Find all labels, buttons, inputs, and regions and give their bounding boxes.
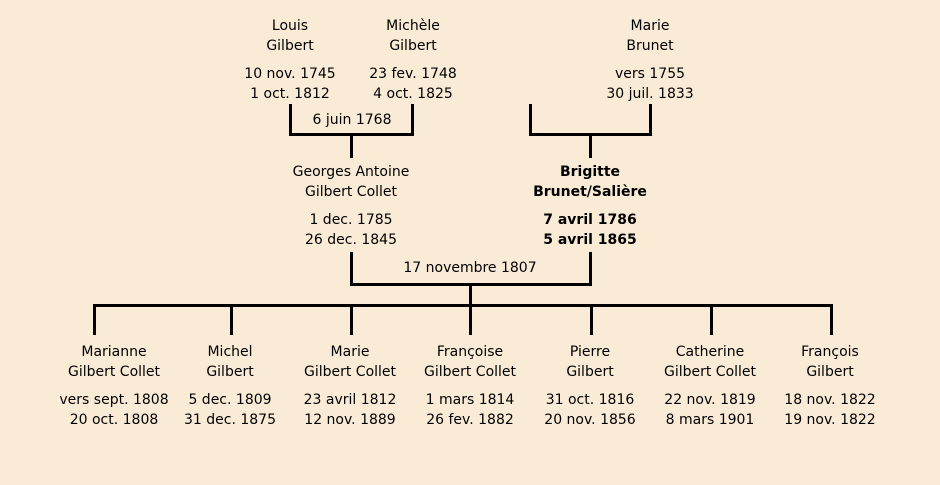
person-name-line2: Brunet/Salière: [533, 184, 647, 200]
person-louis-gilbert[interactable]: Louis Gilbert 10 nov. 1745 1 oct. 1812: [215, 16, 365, 104]
marriage-date-label: 17 novembre 1807: [403, 260, 537, 276]
person-name-line2: Gilbert: [266, 38, 314, 54]
connector-child-pierre: [590, 304, 593, 335]
person-death-date: 20 nov. 1856: [544, 412, 636, 428]
connector-marie-brunet-down: [649, 104, 652, 136]
person-death-date: 12 nov. 1889: [304, 412, 396, 428]
person-birth-date: 7 avril 1786: [543, 212, 637, 228]
marriage-date-label: 6 juin 1768: [312, 112, 392, 128]
person-death-date: 31 dec. 1875: [184, 412, 276, 428]
person-brigitte-brunet-saliere[interactable]: Brigitte Brunet/Salière 7 avril 1786 5 a…: [515, 162, 665, 250]
children-bar: [93, 304, 833, 307]
person-birth-date: 23 fev. 1748: [369, 66, 457, 82]
person-marie-brunet[interactable]: Marie Brunet vers 1755 30 juil. 1833: [575, 16, 725, 104]
connector-child-francoise: [469, 304, 472, 335]
connector-child-marie: [350, 304, 353, 335]
person-birth-date: vers sept. 1808: [59, 392, 169, 408]
person-catherine-gilbert-collet[interactable]: Catherine Gilbert Collet 22 nov. 1819 8 …: [635, 342, 785, 430]
person-name-line2: Gilbert: [389, 38, 437, 54]
connector-to-children-bar: [469, 283, 472, 307]
person-death-date: 5 avril 1865: [543, 232, 637, 248]
person-birth-date: 10 nov. 1745: [244, 66, 336, 82]
person-death-date: 30 juil. 1833: [606, 86, 694, 102]
connector-unknown-partner-down: [529, 104, 532, 136]
person-name-line1: Catherine: [675, 344, 745, 360]
person-birth-date: 5 dec. 1809: [188, 392, 272, 408]
person-pierre-gilbert[interactable]: Pierre Gilbert 31 oct. 1816 20 nov. 1856: [515, 342, 665, 430]
person-death-date: 26 fev. 1882: [426, 412, 514, 428]
person-name-line1: François: [801, 344, 859, 360]
person-death-date: 4 oct. 1825: [373, 86, 453, 102]
person-francoise-gilbert-collet[interactable]: Françoise Gilbert Collet 1 mars 1814 26 …: [395, 342, 545, 430]
person-name-line2: Gilbert: [206, 364, 254, 380]
person-francois-gilbert[interactable]: François Gilbert 18 nov. 1822 19 nov. 18…: [755, 342, 905, 430]
person-michel-gilbert[interactable]: Michel Gilbert 5 dec. 1809 31 dec. 1875: [155, 342, 305, 430]
connector-child-marianne: [93, 304, 96, 335]
person-birth-date: 1 dec. 1785: [309, 212, 393, 228]
person-name-line2: Gilbert Collet: [423, 364, 517, 380]
connector-to-georges: [350, 133, 353, 158]
connector-to-brigitte: [589, 133, 592, 158]
person-name-line1: Marianne: [81, 344, 147, 360]
connector-brigitte-down: [589, 252, 592, 286]
person-birth-date: 31 oct. 1816: [545, 392, 635, 408]
person-death-date: 1 oct. 1812: [250, 86, 330, 102]
person-birth-date: 23 avril 1812: [303, 392, 397, 408]
person-georges-antoine-gilbert-collet[interactable]: Georges Antoine Gilbert Collet 1 dec. 17…: [276, 162, 426, 250]
person-marie-gilbert-collet[interactable]: Marie Gilbert Collet 23 avril 1812 12 no…: [275, 342, 425, 430]
person-name-line1: Pierre: [569, 344, 611, 360]
person-birth-date: 22 nov. 1819: [664, 392, 756, 408]
person-name-line1: Georges Antoine: [292, 164, 410, 180]
person-name-line1: Louis: [271, 18, 309, 34]
person-death-date: 26 dec. 1845: [305, 232, 397, 248]
person-name-line2: Gilbert Collet: [67, 364, 161, 380]
person-michele-gilbert[interactable]: Michèle Gilbert 23 fev. 1748 4 oct. 1825: [338, 16, 488, 104]
person-birth-date: vers 1755: [614, 66, 686, 82]
person-name-line1: Françoise: [436, 344, 504, 360]
person-marianne-gilbert-collet[interactable]: Marianne Gilbert Collet vers sept. 1808 …: [39, 342, 189, 430]
person-death-date: 19 nov. 1822: [784, 412, 876, 428]
connector-child-francois: [830, 304, 833, 335]
person-name-line2: Gilbert Collet: [663, 364, 757, 380]
person-name-line2: Gilbert Collet: [304, 184, 398, 200]
person-name-line1: Brigitte: [559, 164, 621, 180]
person-birth-date: 18 nov. 1822: [784, 392, 876, 408]
person-name-line1: Marie: [630, 18, 670, 34]
connector-child-michel: [230, 304, 233, 335]
person-name-line2: Brunet: [626, 38, 674, 54]
connector-georges-down: [350, 252, 353, 286]
person-name-line2: Gilbert Collet: [303, 364, 397, 380]
connector-michele-down: [411, 104, 414, 136]
person-name-line2: Gilbert: [806, 364, 854, 380]
connector-louis-down: [289, 104, 292, 136]
person-death-date: 20 oct. 1808: [69, 412, 159, 428]
person-birth-date: 1 mars 1814: [425, 392, 515, 408]
person-death-date: 8 mars 1901: [665, 412, 755, 428]
connector-child-catherine: [710, 304, 713, 335]
person-name-line1: Marie: [330, 344, 370, 360]
person-name-line1: Michel: [207, 344, 253, 360]
person-name-line1: Michèle: [386, 18, 440, 34]
person-name-line2: Gilbert: [566, 364, 614, 380]
